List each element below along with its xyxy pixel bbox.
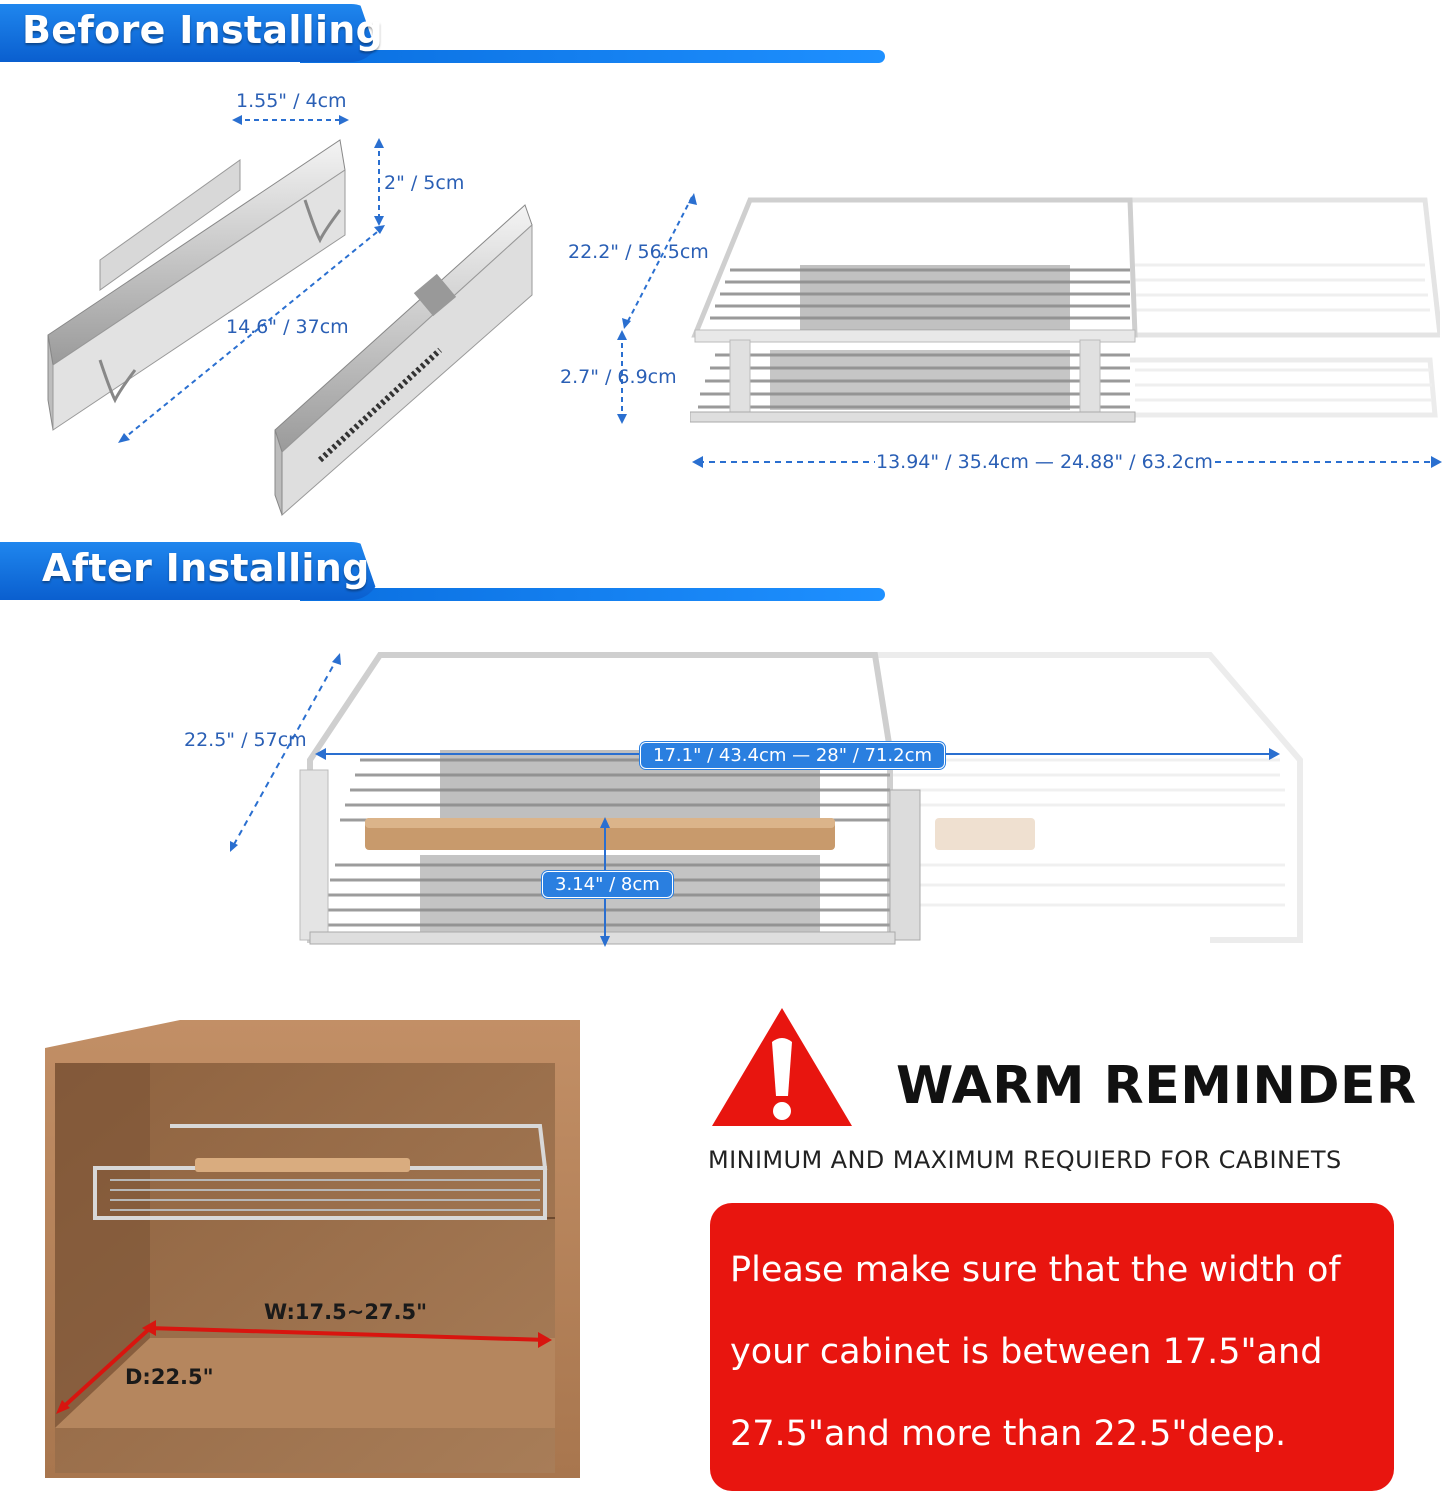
reminder-line-1: Please make sure that the width of	[730, 1250, 1341, 1290]
reminder-line-3: 27.5"and more than 22.5"deep.	[730, 1414, 1287, 1454]
warning-triangle-icon	[712, 1008, 852, 1126]
basket-width-dimension: 13.94" / 35.4cm — 24.88" / 63.2cm	[876, 451, 1213, 473]
reminder-line-2: your cabinet is between 17.5"and	[730, 1332, 1323, 1372]
warm-reminder-subtitle: MINIMUM AND MAXIMUM REQUIERD FOR CABINET…	[708, 1146, 1342, 1174]
installed-depth-dimension: 22.5" / 57cm	[184, 729, 307, 751]
before-installing-title: Before Installing	[22, 8, 384, 52]
warm-reminder-message-box: Please make sure that the width of your …	[710, 1203, 1394, 1491]
installed-height-dimension: 3.14" / 8cm	[542, 871, 673, 898]
cabinet-illustration	[45, 1020, 580, 1478]
slide-rails-illustration	[47, 139, 533, 517]
rail-height-dimension: 2" / 5cm	[384, 172, 465, 194]
installed-width-dimension: 17.1" / 43.4cm — 28" / 71.2cm	[640, 742, 946, 769]
basket-width-dimension-line	[692, 456, 1442, 468]
cabinet-width-label: W:17.5~27.5"	[264, 1300, 428, 1324]
basket-illustration-before	[690, 197, 1440, 423]
after-installing-banner: After Installing	[0, 542, 890, 606]
rail-dimension-lines	[118, 115, 697, 443]
warm-reminder-title: WARM REMINDER	[896, 1056, 1417, 1116]
rail-width-dimension: 1.55" / 4cm	[236, 90, 347, 112]
rail-length-dimension: 14.6" / 37cm	[226, 316, 349, 338]
basket-depth-dimension: 22.2" / 56.5cm	[568, 241, 709, 263]
cabinet-depth-label: D:22.5"	[125, 1365, 214, 1389]
installed-dimension-lines	[230, 653, 1280, 947]
basket-height-dimension: 2.7" / 6.9cm	[560, 366, 677, 388]
after-installing-title: After Installing	[42, 546, 370, 590]
before-installing-banner: Before Installing	[0, 4, 890, 68]
